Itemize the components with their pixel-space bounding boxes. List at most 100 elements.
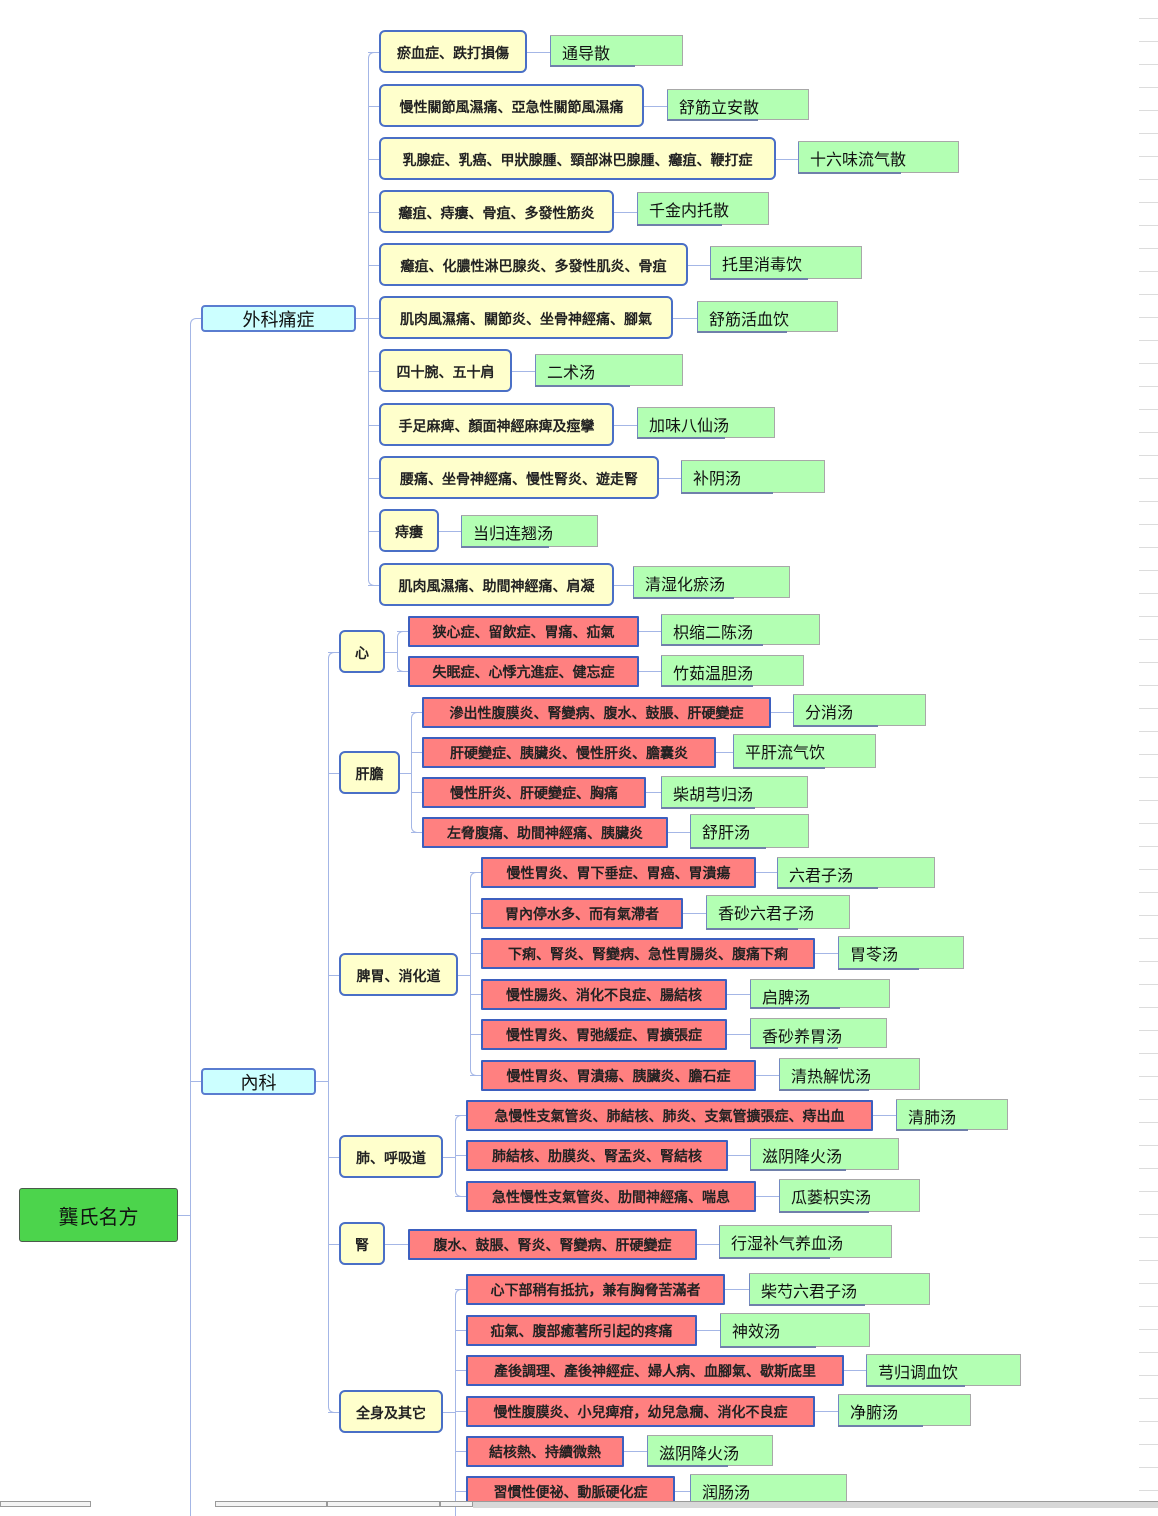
formula-node[interactable]: 香砂六君子汤 <box>706 895 850 930</box>
category-label: 腎 <box>355 1238 369 1254</box>
formula-node[interactable]: 舒筋立安散 <box>667 89 809 121</box>
disease-node[interactable]: 肌肉風濕痛、關節炎、坐骨神經痛、腳氣 <box>379 296 673 339</box>
formula-node[interactable]: 滋阴降火汤 <box>647 1435 773 1467</box>
formula-node[interactable]: 芎归调血饮 <box>866 1354 1021 1387</box>
disease-node[interactable]: 四十腕、五十肩 <box>379 349 512 392</box>
sheet-tab[interactable] <box>327 1501 440 1507</box>
disease-node[interactable]: 心下部稍有抵抗，兼有胸脅苦滿者 <box>466 1274 725 1305</box>
category-node[interactable]: 腎 <box>339 1222 385 1265</box>
disease-node[interactable]: 肝硬變症、胰臟炎、慢性肝炎、膽囊炎 <box>422 737 716 768</box>
disease-node[interactable]: 慢性關節風濕痛、亞急性關節風濕痛 <box>379 84 644 127</box>
disease-node[interactable]: 結核熱、持續微熱 <box>466 1436 624 1467</box>
disease-node[interactable]: 癰疽、痔瘻、骨疽、多發性筋炎 <box>379 190 614 233</box>
formula-node[interactable]: 清肺汤 <box>896 1099 1008 1131</box>
disease-node[interactable]: 肺結核、肋膜炎、腎盂炎、腎結核 <box>466 1140 728 1171</box>
disease-node[interactable]: 狭心症、留飲症、胃痛、疝氣 <box>408 616 639 647</box>
disease-label: 失眠症、心悸亢進症、健忘症 <box>432 664 615 681</box>
formula-node[interactable]: 香砂养胃汤 <box>750 1018 887 1049</box>
formula-node[interactable]: 当归连翘汤 <box>461 515 598 548</box>
disease-label: 慢性腸炎、消化不良症、腸結核 <box>506 987 702 1004</box>
connector-line <box>455 1491 466 1492</box>
disease-node[interactable]: 左脅腹痛、助間神經痛、胰臟炎 <box>422 817 668 848</box>
formula-node[interactable]: 神效汤 <box>720 1313 870 1348</box>
formula-node[interactable]: 竹茹温胆汤 <box>661 655 804 687</box>
connector-bracket <box>328 652 339 1413</box>
disease-node[interactable]: 腰痛、坐骨神經痛、慢性腎炎、遊走腎 <box>379 456 659 499</box>
formula-node[interactable]: 枳缩二陈汤 <box>661 614 820 646</box>
connector-line <box>458 975 470 976</box>
disease-node[interactable]: 慢性肝炎、肝硬變症、胸痛 <box>422 777 646 808</box>
connector-line <box>443 1157 455 1158</box>
branch-node-surgery[interactable]: 外科痛症 <box>201 305 356 332</box>
formula-node[interactable]: 托里消毒饮 <box>710 246 862 280</box>
formula-label: 神效汤 <box>732 1322 781 1341</box>
formula-node[interactable]: 通导散 <box>550 35 683 67</box>
disease-node[interactable]: 急慢性支氣管炎、肺結核、肺炎、支氣管擴張症、痔出血 <box>466 1100 873 1131</box>
formula-node[interactable]: 胃苓汤 <box>838 936 964 970</box>
disease-node[interactable]: 慢性腸炎、消化不良症、腸結核 <box>481 979 727 1010</box>
disease-node[interactable]: 胃內停水多、而有氣滯者 <box>481 898 683 929</box>
formula-node[interactable]: 千金内托散 <box>637 192 769 226</box>
disease-node[interactable]: 慢性胃炎、胃弛緩症、胃擴張症 <box>481 1019 727 1050</box>
formula-node[interactable]: 净腑汤 <box>838 1394 971 1427</box>
formula-node[interactable]: 舒筋活血饮 <box>697 301 838 333</box>
sheet-tab[interactable] <box>440 1501 473 1507</box>
disease-node[interactable]: 瘀血症、跌打損傷 <box>379 30 527 73</box>
formula-node[interactable]: 平肝流气饮 <box>733 734 876 769</box>
formula-node[interactable]: 六君子汤 <box>777 857 935 889</box>
branch-node-internal[interactable]: 內科 <box>201 1068 316 1095</box>
formula-node[interactable]: 柴胡芎归汤 <box>661 776 808 809</box>
sheet-grid-lines <box>1139 0 1158 1500</box>
disease-label: 左脅腹痛、助間神經痛、胰臟炎 <box>447 825 643 842</box>
root-node[interactable]: 龔氏名方 <box>19 1188 178 1242</box>
connector-line <box>639 671 661 672</box>
disease-node[interactable]: 下痢、腎炎、腎變病、急性胃腸炎、腹痛下痢 <box>481 938 815 969</box>
formula-node[interactable]: 瓜蒌枳实汤 <box>779 1179 920 1213</box>
disease-label: 心下部稍有抵抗，兼有胸脅苦滿者 <box>490 1282 701 1299</box>
disease-node[interactable]: 手足麻痺、顏面神經麻痺及痙攣 <box>379 403 614 446</box>
connector-bracket <box>397 631 408 672</box>
formula-label: 柴芍六君子汤 <box>761 1282 858 1301</box>
disease-node[interactable]: 慢性腹膜炎、小兒痺疳，幼兒急癇、消化不良症 <box>466 1396 815 1427</box>
formula-node[interactable]: 清热解忧汤 <box>779 1058 920 1091</box>
category-node[interactable]: 心 <box>339 630 385 673</box>
disease-node[interactable]: 痔瘻 <box>379 509 439 552</box>
category-node[interactable]: 肝膽 <box>339 751 400 794</box>
disease-node[interactable]: 慢性胃炎、胃下垂症、胃癌、胃潰瘍 <box>481 857 756 888</box>
disease-node[interactable]: 疝氣、腹部癒著所引起的疼痛 <box>466 1315 697 1346</box>
disease-label: 肝硬變症、胰臟炎、慢性肝炎、膽囊炎 <box>450 745 688 762</box>
category-node[interactable]: 全身及其它 <box>339 1390 443 1433</box>
disease-node[interactable]: 肌肉風濕痛、助間神經痛、肩凝 <box>379 563 614 606</box>
disease-node[interactable]: 滲出性腹膜炎、腎變病、腹水、鼓脹、肝硬變症 <box>422 697 771 728</box>
disease-node[interactable]: 慢性胃炎、胃潰瘍、胰臟炎、膽石症 <box>481 1060 756 1091</box>
sheet-tab[interactable] <box>215 1501 327 1507</box>
connector-line <box>683 913 706 914</box>
formula-node[interactable]: 二术汤 <box>535 354 683 387</box>
formula-label: 托里消毒饮 <box>722 255 803 274</box>
sheet-tab[interactable] <box>0 1501 91 1507</box>
formula-node[interactable]: 滋阴降火汤 <box>750 1138 899 1171</box>
formula-node[interactable]: 十六味流气散 <box>798 141 959 174</box>
disease-node[interactable]: 產後調理、產後神經症、婦人病、血腳氣、歇斯底里 <box>466 1355 844 1386</box>
disease-node[interactable]: 癰疽、化膿性淋巴腺炎、多發性肌炎、骨疽 <box>379 243 688 286</box>
formula-label: 十六味流气散 <box>810 150 907 169</box>
formula-label: 舒筋立安散 <box>679 98 760 117</box>
connector-bracket <box>190 318 201 1516</box>
formula-node[interactable]: 分消汤 <box>793 694 926 727</box>
disease-node[interactable]: 腹水、鼓脹、腎炎、腎變病、肝硬變症 <box>408 1229 697 1260</box>
disease-node[interactable]: 乳腺症、乳癌、甲狀腺腫、頸部淋巴腺腫、癰疽、鞭打症 <box>379 137 776 180</box>
category-node[interactable]: 肺、呼吸道 <box>339 1135 443 1178</box>
formula-node[interactable]: 启脾汤 <box>750 979 890 1009</box>
formula-node[interactable]: 舒肝汤 <box>690 814 809 849</box>
disease-node[interactable]: 急性慢性支氣管炎、肋間神經痛、喘息 <box>466 1181 756 1212</box>
formula-node[interactable]: 行湿补气养血汤 <box>719 1225 892 1259</box>
disease-node[interactable]: 失眠症、心悸亢進症、健忘症 <box>408 656 639 687</box>
connector-line <box>470 1034 481 1035</box>
formula-node[interactable]: 柴芍六君子汤 <box>749 1273 930 1306</box>
formula-node[interactable]: 加味八仙汤 <box>637 407 775 439</box>
formula-node[interactable]: 清湿化瘀汤 <box>633 566 790 599</box>
connector-line <box>368 371 379 372</box>
category-node[interactable]: 脾胃、消化道 <box>339 953 458 996</box>
formula-node[interactable]: 补阴汤 <box>681 460 825 494</box>
